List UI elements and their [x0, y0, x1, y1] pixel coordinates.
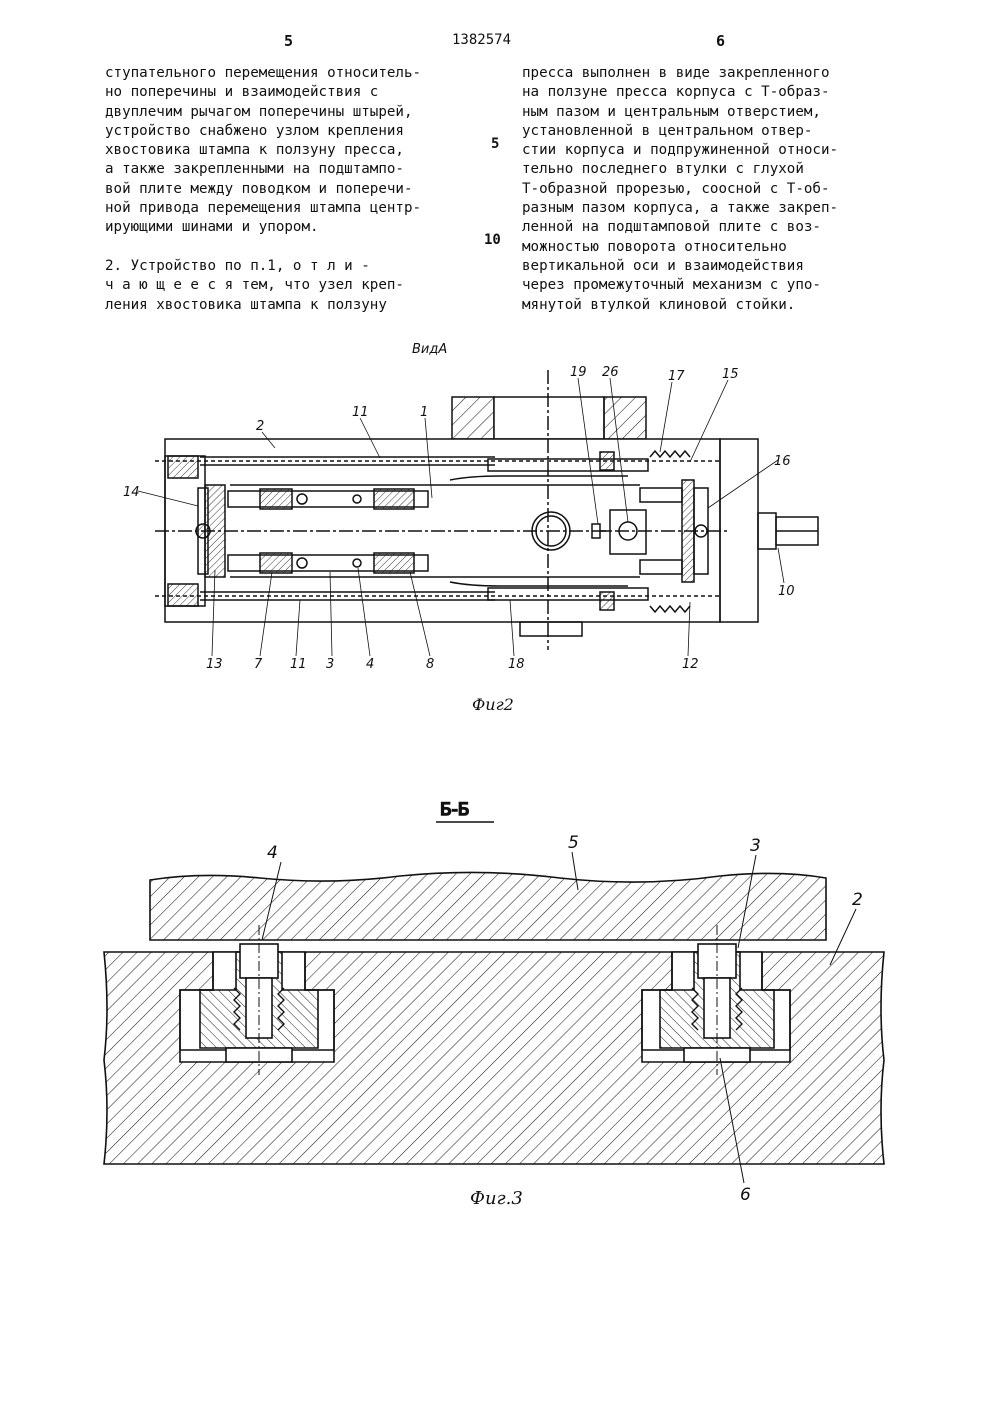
text-line: ной привода перемещения штампа центр- [105, 200, 422, 217]
text-line: хвостовика штампа к ползуну пресса, [105, 142, 404, 159]
text-line: стии корпуса и подпружиненной относи- [522, 142, 839, 159]
line-number-5: 5 [491, 136, 500, 152]
fig2-label-12: 12 [682, 657, 699, 672]
figure-3: Б-Б [103, 799, 885, 1165]
text-line: ч а ю щ е е с я тем, что узел креп- [105, 277, 404, 294]
fig2-label-17: 17 [668, 369, 685, 384]
fig2-label-11-top: 11 [352, 405, 369, 420]
fig2-label-8: 8 [426, 657, 434, 672]
fig2-label-15: 15 [722, 367, 739, 382]
line-number-10: 10 [484, 232, 501, 248]
fig2-label-10: 10 [778, 584, 795, 599]
fig2-label-11-bottom: 11 [290, 657, 307, 672]
text-line: вой плите между поводком и поперечи- [105, 180, 413, 197]
figure-2 [155, 370, 819, 650]
text-line: 2. Устройство по п.1, о т л и - [105, 257, 370, 274]
section-label: Б-Б [440, 800, 469, 820]
text-line: ступательного перемещения относитель- [105, 65, 422, 81]
fig2-caption: Фиг2 [472, 695, 514, 714]
figure-2-labels: ВидА 2 11 1 19 26 17 15 14 16 10 13 7 11… [123, 342, 795, 714]
figure-3-labels: 4 5 3 2 6 Фиг.3 [261, 833, 863, 1209]
fig2-label-19: 19 [570, 365, 587, 380]
fig2-label-1: 1 [420, 405, 428, 420]
fig3-caption: Фиг.3 [470, 1188, 523, 1209]
fig2-label-2: 2 [256, 419, 264, 434]
text-line: а также закрепленными на подштампо- [105, 161, 404, 178]
view-label: ВидА [412, 342, 447, 357]
text-line: разным пазом корпуса, а также закреп- [522, 200, 839, 217]
text-line: ным пазом и центральным отверстием, [522, 103, 821, 120]
text-line: пресса выполнен в виде закрепленного [522, 65, 830, 81]
fig2-label-3: 3 [326, 657, 334, 672]
text-line: ленной на подштамповой плите с воз- [522, 219, 821, 236]
text-line: тельно последнего втулки с глухой [522, 161, 804, 178]
page-number-left: 5 [284, 32, 294, 50]
page-number-right: 6 [716, 32, 726, 50]
fig2-label-16: 16 [774, 454, 791, 469]
right-text-column: пресса выполнен в виде закрепленного на п… [522, 64, 887, 315]
text-line: двуплечим рычагом поперечины штырей, [105, 103, 413, 120]
fig3-label-6: 6 [740, 1185, 751, 1205]
text-line: но поперечины и взаимодействия с [105, 84, 379, 101]
fig2-label-18: 18 [508, 657, 525, 672]
text-line: ирующими шинами и упором. [105, 219, 319, 236]
left-text-column: ступательного перемещения относитель-но … [105, 64, 470, 315]
fig2-label-4: 4 [366, 657, 374, 672]
text-line: мянутой втулкой клиновой стойки. [522, 296, 796, 313]
fig3-label-2: 2 [852, 890, 863, 910]
text-line: через промежуточный механизм с упо- [522, 277, 821, 294]
fig3-label-5: 5 [568, 833, 579, 853]
text-line: ления хвостовика штампа к ползуну [105, 296, 387, 313]
text-line: можностью поворота относительно [522, 238, 787, 255]
text-line: установленной в центральном отвер- [522, 122, 813, 139]
text-line: вертикальной оси и взаимодействия [522, 257, 804, 274]
fig3-label-3: 3 [750, 836, 761, 856]
fig2-label-14: 14 [123, 485, 140, 500]
fig3-label-4: 4 [267, 843, 278, 863]
fig2-label-26: 26 [602, 365, 619, 380]
patent-number: 1382574 [452, 32, 512, 48]
text-line: устройство снабжено узлом крепления [105, 122, 404, 139]
text-line: на ползуне пресса корпуса с Т-образ- [522, 84, 830, 101]
fig2-label-13: 13 [206, 657, 223, 672]
text-line: Т-образной прорезью, соосной с Т-об- [522, 180, 830, 197]
fig2-label-7: 7 [254, 657, 263, 672]
